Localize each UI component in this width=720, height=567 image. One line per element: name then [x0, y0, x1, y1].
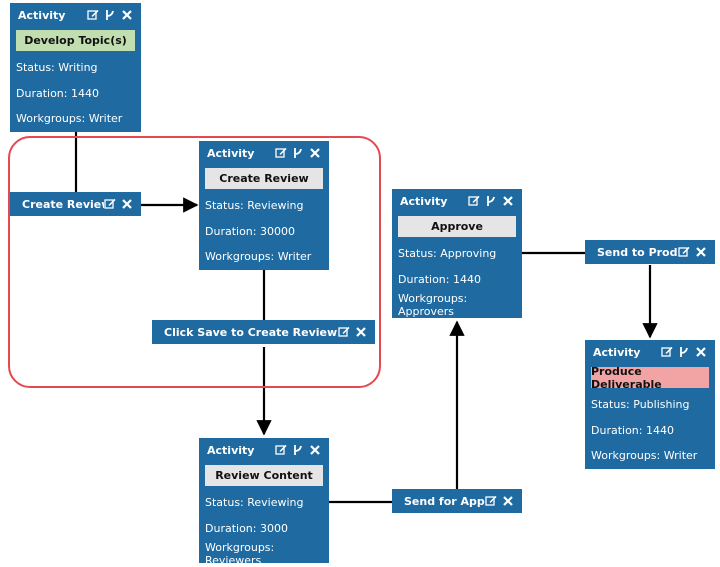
duration-text: Duration: 30000: [205, 224, 295, 238]
activity-card-approve[interactable]: Activity Approve Status: Approving Durat…: [392, 189, 522, 318]
workgroups-text: Workgroups: Writer: [205, 250, 312, 264]
close-icon[interactable]: [121, 198, 133, 210]
card-header-label: Activity: [207, 146, 255, 160]
workgroups-text: Workgroups: Writer: [16, 112, 123, 126]
branch-icon[interactable]: [292, 444, 304, 456]
activity-card-develop-topics[interactable]: Activity Develop Topic(s) Status: Writin…: [10, 3, 141, 132]
status-text: Status: Publishing: [591, 398, 690, 412]
transition-click-save[interactable]: Click Save to Create Review an...: [152, 320, 375, 344]
branch-icon[interactable]: [104, 9, 116, 21]
activity-name: Review Content: [205, 465, 323, 486]
transition-send-to-prod[interactable]: Send to Prod...: [585, 240, 715, 264]
activity-card-produce-deliverable[interactable]: Activity Produce Deliverable Status: Pub…: [585, 340, 715, 469]
card-header: Activity: [392, 189, 522, 213]
close-icon[interactable]: [309, 444, 321, 456]
workgroups-text: Workgroups: Reviewers: [205, 540, 275, 567]
status-text: Status: Approving: [398, 247, 497, 261]
transition-create-review[interactable]: Create Review: [10, 192, 141, 216]
edit-icon[interactable]: [275, 444, 287, 456]
edit-icon[interactable]: [485, 495, 497, 507]
close-icon[interactable]: [695, 346, 707, 358]
branch-icon[interactable]: [678, 346, 690, 358]
activity-name: Create Review: [205, 168, 323, 189]
activity-name: Develop Topic(s): [16, 30, 135, 51]
edit-icon[interactable]: [104, 198, 116, 210]
card-header-label: Activity: [18, 8, 66, 22]
close-icon[interactable]: [502, 195, 514, 207]
workgroups-text: Workgroups: Writer: [591, 449, 698, 463]
activity-name: Produce Deliverable: [591, 365, 709, 391]
edit-icon[interactable]: [468, 195, 480, 207]
transition-label: Click Save to Create Review an...: [164, 325, 338, 339]
transition-label: Send for App...: [404, 494, 485, 508]
transition-label: Create Review: [22, 197, 104, 211]
edit-icon[interactable]: [275, 147, 287, 159]
card-header-label: Activity: [207, 443, 255, 457]
card-header: Activity: [199, 438, 329, 462]
duration-text: Duration: 3000: [205, 521, 288, 535]
duration-text: Duration: 1440: [591, 423, 674, 437]
card-header: Activity: [585, 340, 715, 364]
transition-label: Send to Prod...: [597, 245, 678, 259]
close-icon[interactable]: [121, 9, 133, 21]
close-icon[interactable]: [502, 495, 514, 507]
card-header: Activity: [199, 141, 329, 165]
transition-send-for-app[interactable]: Send for App...: [392, 489, 522, 513]
status-text: Status: Reviewing: [205, 496, 304, 510]
duration-text: Duration: 1440: [398, 272, 481, 286]
duration-text: Duration: 1440: [16, 86, 99, 100]
workgroups-text: Workgroups: Approvers: [398, 291, 468, 318]
close-icon[interactable]: [309, 147, 321, 159]
close-icon[interactable]: [695, 246, 707, 258]
card-header: Activity: [10, 3, 141, 27]
highlight-box: [8, 136, 381, 388]
edit-icon[interactable]: [661, 346, 673, 358]
edit-icon[interactable]: [678, 246, 690, 258]
status-text: Status: Reviewing: [205, 199, 304, 213]
branch-icon[interactable]: [485, 195, 497, 207]
card-header-label: Activity: [593, 345, 641, 359]
close-icon[interactable]: [355, 326, 367, 338]
activity-card-create-review[interactable]: Activity Create Review Status: Reviewing…: [199, 141, 329, 270]
branch-icon[interactable]: [292, 147, 304, 159]
edit-icon[interactable]: [338, 326, 350, 338]
activity-card-review-content[interactable]: Activity Review Content Status: Reviewin…: [199, 438, 329, 567]
card-header-label: Activity: [400, 194, 448, 208]
status-text: Status: Writing: [16, 61, 98, 75]
activity-name: Approve: [398, 216, 516, 237]
edit-icon[interactable]: [87, 9, 99, 21]
